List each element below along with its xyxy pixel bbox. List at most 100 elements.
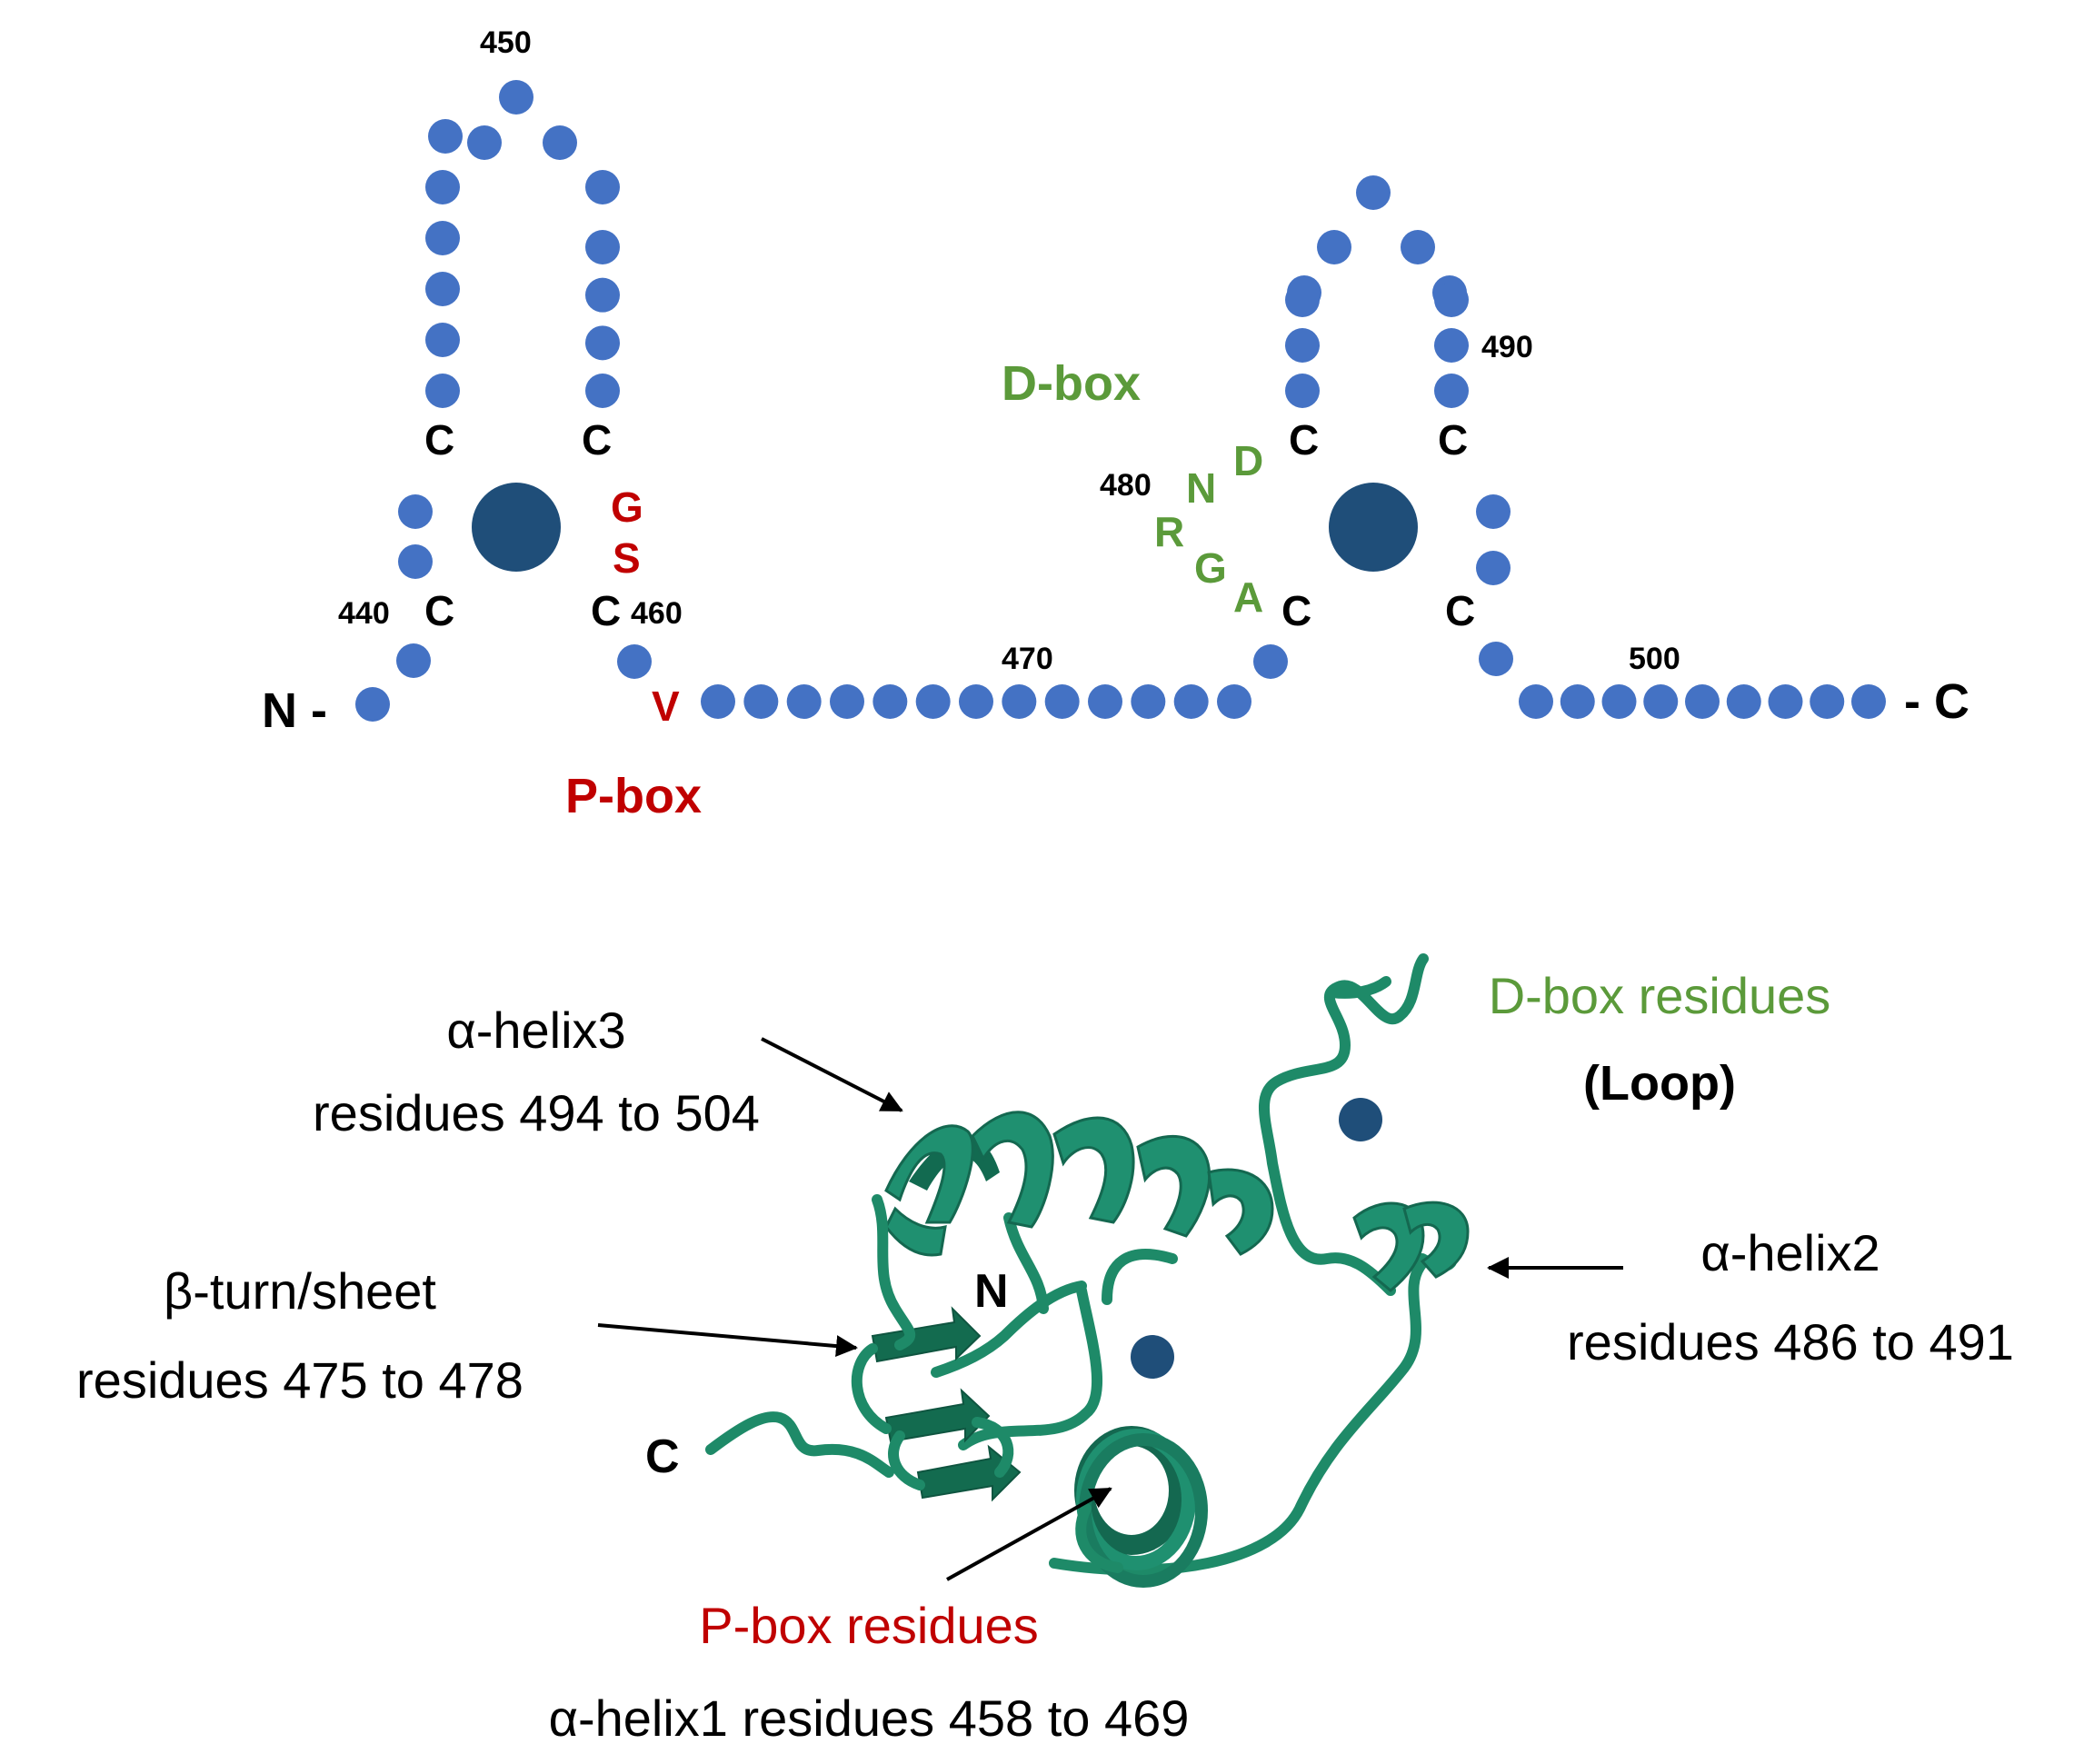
dbox-residues-label: D-box residues [1489,967,1831,1024]
zinc-ion-2 [1329,483,1418,572]
residue-dot [398,494,433,529]
cysteine-label: C [1289,416,1319,463]
residue-dot [425,221,460,255]
sheet-name-label: β-turn/sheet [164,1262,436,1320]
d-box-label: D-box [1002,356,1141,411]
residue-dot [1726,684,1761,719]
protein-ribbon-structure: N C [645,953,1470,1588]
residue-dot [1476,494,1511,529]
sheet-range-label: residues 475 to 478 [76,1351,523,1409]
d-box-residue-r: R [1154,508,1184,555]
cysteine-label: C [591,587,621,634]
zinc-finger-schematic: N - - C C C C C C C C C 440 450 460 470 … [262,25,1969,823]
residue-dot [425,374,460,408]
residue-dot [585,325,620,361]
residue-dot [425,170,460,204]
residue-dot [585,170,620,204]
zinc-ion-structure-1 [1131,1335,1174,1379]
helix3-name-label: α-helix3 [446,1002,625,1059]
residue-dot [1131,684,1166,719]
cysteine-label: C [1281,587,1311,634]
residue-dot [398,544,433,579]
residue-dot [786,684,822,719]
residue-number-500: 500 [1629,642,1680,676]
residue-number-480: 480 [1100,468,1152,503]
residue-dot [1434,283,1469,317]
residue-dot [1285,374,1320,408]
d-box-residue-g: G [1194,544,1227,592]
residue-dot [1519,684,1553,719]
residue-dot [1643,684,1679,719]
schematic-n-terminus: N - [262,683,327,738]
d-box-residue-a: A [1233,573,1263,621]
residue-dot [1434,328,1469,363]
residue-dot [1810,684,1845,719]
helix3-arrow [761,1037,903,1112]
helix2-name-label: α-helix2 [1700,1224,1880,1281]
structure-c-terminus: C [645,1430,680,1483]
p-box-label: P-box [565,769,702,823]
annotations: α-helix3 residues 494 to 504 β-turn/shee… [76,967,2014,1747]
residue-number-440: 440 [338,596,390,631]
residue-dot [1285,328,1320,363]
cysteine-label: C [424,587,454,634]
residue-dot [830,684,864,719]
cysteine-label: C [582,416,612,463]
residue-dot [1356,175,1391,210]
residue-dot [396,643,431,678]
residue-dot [585,374,620,408]
residue-dot [543,125,577,160]
residue-dot [1173,684,1209,719]
residue-dot [1476,551,1511,585]
residue-dot [1851,684,1886,719]
residue-dot [1287,275,1321,310]
residue-dot [585,277,620,313]
residue-dot [467,125,502,160]
residue-dot [585,230,620,264]
residue-dot [1560,684,1595,719]
residue-dot [959,684,993,719]
residue-dot [915,684,951,719]
zinc-ion-1 [472,483,561,572]
helix1-range-label: α-helix1 residues 458 to 469 [549,1689,1190,1747]
pbox-arrow [946,1487,1112,1581]
residue-number-450: 450 [480,25,532,60]
residue-dot [1601,684,1637,719]
residue-dot [1768,684,1803,719]
residue-dot [428,119,463,154]
structure-n-terminus: N [974,1265,1009,1318]
dbox-loop-label: (Loop) [1583,1056,1736,1111]
cysteine-label: C [1445,587,1475,634]
residue-dot [617,644,652,679]
residue-dot [425,272,460,306]
residue-dot [1217,684,1251,719]
residue-dot [1088,684,1122,719]
residue-dot [1002,684,1037,719]
cysteine-label: C [1438,416,1468,463]
residue-dot [872,684,908,719]
residue-dot [1317,230,1351,264]
residue-number-460: 460 [631,596,683,631]
residue-dot [743,684,779,719]
residue-dot [1253,644,1288,679]
residue-dot [425,323,460,357]
helix2-range-label: residues 486 to 491 [1567,1313,2014,1370]
p-box-residue-s: S [613,534,641,582]
p-box-residue-v: V [652,683,680,730]
cysteine-label: C [424,416,454,463]
zinc-ion-structure-2 [1339,1098,1382,1141]
alpha-helix-3 [884,1111,1274,1257]
residue-dot [701,684,735,719]
residue-dot [499,80,533,115]
residue-dot [1401,230,1435,264]
alpha-helix-2 [1352,1201,1470,1292]
residue-dot [355,687,390,722]
sheet-arrow [597,1323,858,1358]
residue-dot [1479,642,1513,676]
schematic-c-terminus: - C [1904,674,1969,729]
residue-dot [1044,684,1080,719]
beta-turn-sheet [851,1194,1022,1502]
residue-chain [355,80,1886,722]
residue-number-490: 490 [1481,330,1533,364]
